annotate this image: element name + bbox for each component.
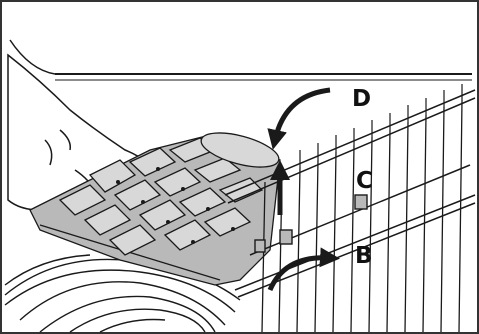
callout-label-c: C	[356, 170, 373, 193]
callout-label-b: B	[355, 245, 373, 268]
arrow-d	[275, 90, 330, 140]
basket-vertical-wires	[262, 100, 462, 332]
callout-label-d: D	[352, 88, 371, 111]
dishwasher-interior-edge	[10, 40, 472, 80]
basket-prongs	[300, 84, 462, 167]
arrow-b	[270, 258, 330, 290]
